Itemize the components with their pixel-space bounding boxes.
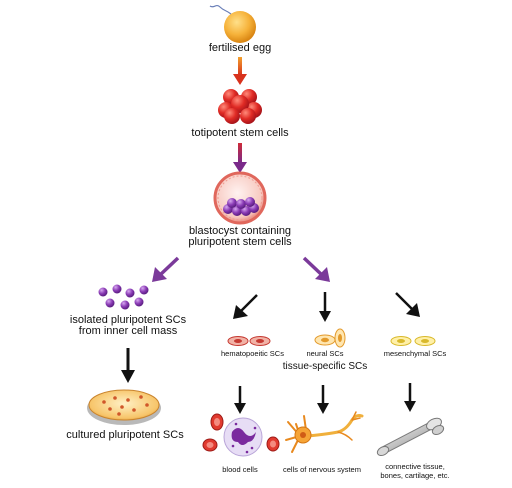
arrow-to-blood-cells — [234, 386, 246, 414]
label-isolated-2: from inner cell mass — [78, 325, 178, 337]
neural-cells-icon — [314, 328, 346, 348]
mesenchymal-cells-icon — [390, 336, 436, 346]
arrow-totipotent-to-blastocyst — [233, 143, 247, 173]
arrow-to-connective — [404, 383, 416, 412]
label-nervous-cells: cells of nervous system — [283, 465, 361, 474]
isolated-cells-icon — [98, 284, 149, 310]
hematopoietic-cells-icon — [227, 336, 271, 346]
label-fertilised-egg: fertilised egg — [208, 42, 272, 54]
arrow-to-hematopoietic — [233, 294, 258, 319]
arrow-blastocyst-to-isolated — [152, 256, 180, 282]
label-tissue-specific: tissue-specific SCs — [282, 361, 368, 372]
blood-cells-icon — [202, 413, 280, 457]
label-cultured: cultured pluripotent SCs — [66, 429, 184, 441]
totipotent-cells-icon — [218, 89, 262, 124]
blastocyst-icon — [213, 171, 267, 225]
arrow-to-nervous-cells — [317, 385, 329, 414]
label-blood-cells: blood cells — [222, 465, 258, 474]
culture-dish-icon — [87, 389, 161, 425]
label-mesenchymal: mesenchymal SCs — [383, 349, 447, 358]
label-blastocyst-2: pluripotent stem cells — [188, 236, 292, 248]
neuron-icon — [285, 411, 364, 453]
label-hematopoietic: hematopoeitic SCs — [221, 349, 284, 358]
fertilised-egg-icon — [209, 4, 256, 43]
arrow-isolated-to-cultured — [121, 348, 135, 383]
arrow-to-mesenchymal — [395, 292, 420, 317]
label-blastocyst-1: blastocyst containing — [188, 225, 292, 237]
bone-icon — [376, 417, 445, 457]
arrow-blastocyst-to-tissue — [302, 256, 330, 282]
label-connective-2: bones, cartilage, etc. — [380, 471, 450, 480]
label-totipotent: totipotent stem cells — [191, 127, 289, 139]
label-neural: neural SCs — [306, 349, 344, 358]
arrow-to-neural — [319, 292, 331, 322]
label-connective-1: connective tissue, — [385, 462, 445, 471]
arrow-egg-to-totipotent — [233, 57, 247, 85]
label-isolated-1: isolated pluripotent SCs — [69, 314, 187, 326]
